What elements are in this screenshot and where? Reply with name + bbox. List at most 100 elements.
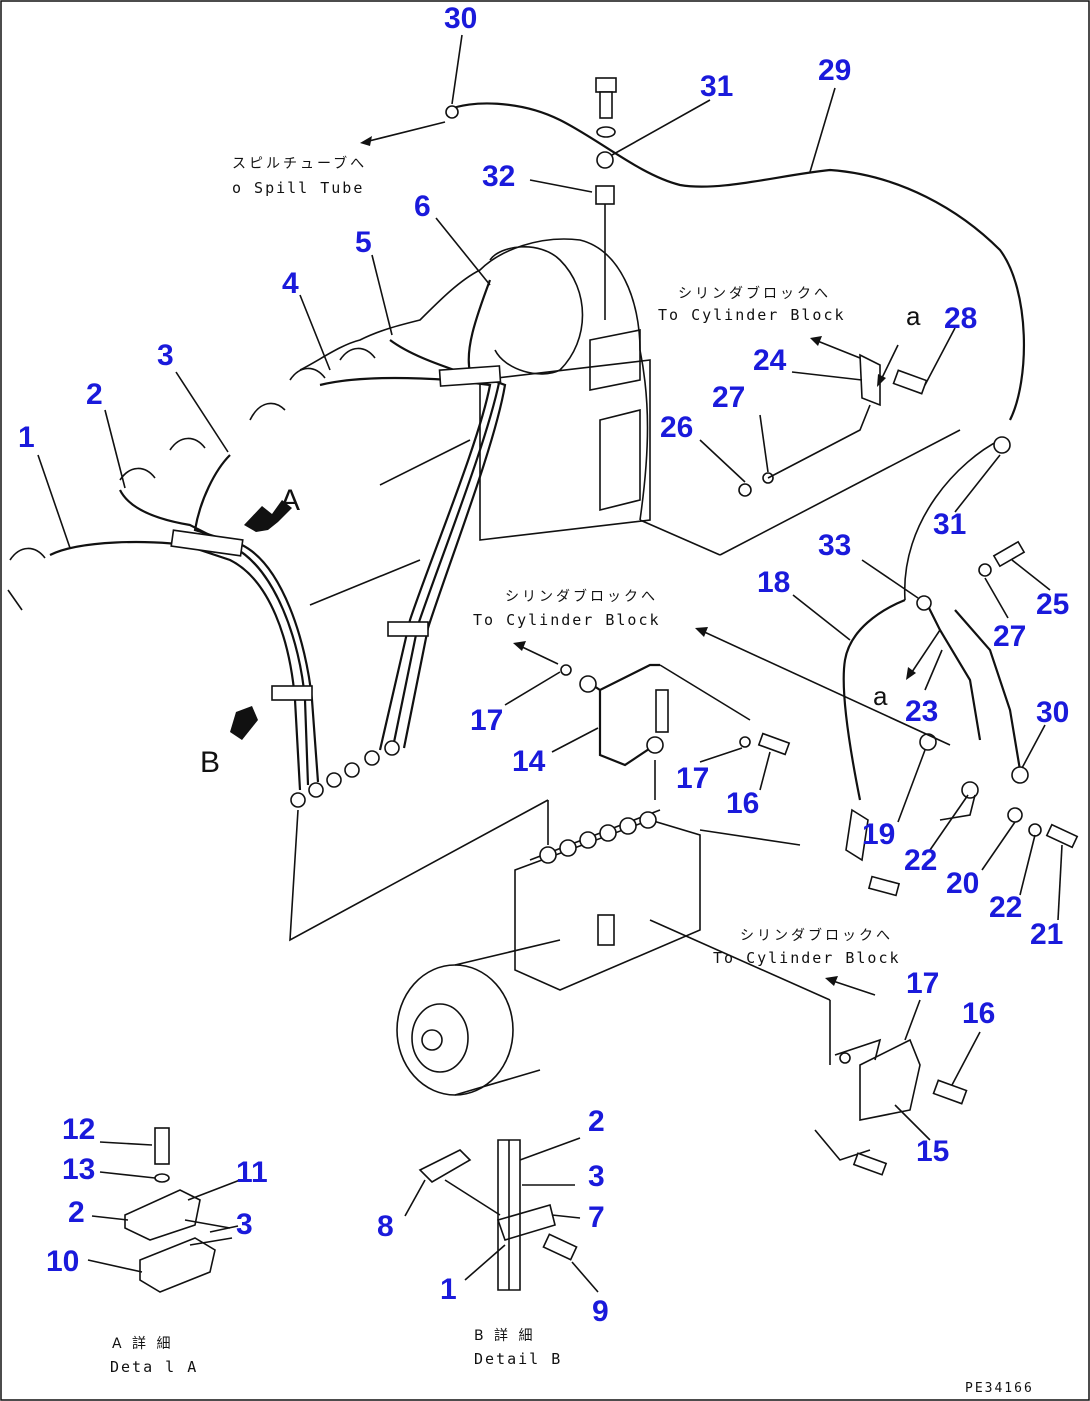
pipe-29-lower	[904, 439, 1001, 601]
nut-32	[595, 185, 615, 205]
part-number-2-detail-a: 2	[68, 1196, 85, 1229]
part-number-32: 32	[482, 160, 515, 193]
nut-e	[364, 750, 380, 766]
arrow-cyl-mid-head	[695, 627, 708, 637]
clamp-c	[387, 621, 429, 637]
part-number-1-detail-b: 1	[440, 1273, 457, 1306]
arrow-a-mid	[909, 629, 941, 676]
leader-pump-right	[699, 829, 801, 846]
arrow-cyl-mid-2-head	[513, 641, 526, 651]
part-number-30-top: 30	[444, 2, 477, 35]
arrow-cyl-top-head	[810, 336, 822, 346]
fitting-lower	[845, 808, 869, 862]
nut-d	[344, 762, 360, 778]
part-number-11: 11	[236, 1156, 268, 1189]
bolt-16-low	[932, 1079, 968, 1105]
washer-13	[154, 1173, 170, 1183]
nut-f	[384, 740, 400, 756]
part-number-17-left: 17	[470, 704, 503, 737]
washer-17-left	[560, 664, 572, 676]
outlet-5	[619, 817, 637, 835]
banjo-30-top	[445, 105, 459, 119]
ref-letter-a-top: a	[906, 301, 921, 331]
part-number-13: 13	[62, 1153, 95, 1186]
bolt-15-base	[852, 1152, 888, 1176]
injection-line-4	[319, 376, 492, 751]
fitting-20	[1007, 807, 1023, 823]
bracket-15	[859, 1038, 921, 1121]
injection-pump-body	[514, 819, 701, 991]
bolt-12	[154, 1127, 170, 1165]
arrow-cyl-low	[829, 979, 876, 996]
part-number-3: 3	[157, 339, 174, 372]
view-letter-b: B	[200, 746, 220, 779]
part-number-16-low: 16	[962, 997, 995, 1030]
arrow-cyl-low-head	[825, 976, 838, 986]
pipe-14-leader	[659, 664, 751, 721]
part-number-31-right: 31	[933, 508, 966, 541]
view-arrow-b	[230, 706, 258, 740]
arrow-cyl-mid-2	[517, 644, 559, 665]
part-number-19: 19	[862, 818, 895, 851]
pipe-18	[842, 598, 906, 801]
part-number-14: 14	[512, 745, 546, 778]
outlet-6	[639, 811, 657, 829]
detail-a-title-en: Deta l A	[110, 1358, 198, 1376]
banjo-31-top	[596, 151, 614, 169]
engine-edge-2	[719, 429, 961, 556]
clamp-8	[418, 1149, 472, 1184]
centerline-2	[309, 559, 421, 606]
view-letter-a: A	[280, 484, 300, 517]
part-number-20: 20	[946, 867, 979, 900]
detail-a-title-jp: A 詳 細	[112, 1336, 173, 1352]
part-number-4: 4	[282, 267, 299, 300]
washer-17-low	[839, 1052, 851, 1064]
part-number-9: 9	[592, 1295, 609, 1328]
bolt-16-mid	[757, 732, 791, 756]
cyl-block-low-label-jp: シリンダブロックへ	[740, 927, 893, 944]
bolt-21	[1045, 823, 1079, 849]
spill-tube-label-en: o Spill Tube	[232, 179, 364, 197]
part-number-17-low: 17	[906, 967, 939, 1000]
part-number-31-top: 31	[700, 70, 733, 103]
engine-edge	[639, 519, 721, 556]
part-number-6: 6	[414, 190, 431, 223]
head-bumps-3	[9, 547, 46, 561]
banjo-14-a	[579, 675, 597, 693]
clamp-10	[139, 1237, 216, 1293]
leader-22	[939, 794, 976, 821]
banjo-31-right	[993, 436, 1011, 454]
pump-drive-center	[421, 1029, 443, 1051]
part-number-28: 28	[944, 302, 977, 335]
part-number-5: 5	[355, 226, 372, 259]
part-number-17-mid: 17	[676, 762, 709, 795]
arrow-cyl-top	[814, 339, 861, 359]
bolt-14	[655, 689, 669, 733]
detail-b-title-en: Detail B	[474, 1350, 562, 1368]
pump-housing	[479, 359, 651, 541]
clamp-b	[271, 685, 313, 701]
part-number-8: 8	[377, 1210, 394, 1243]
part-number-callouts: 30 31 29 32 6 5 4 3 2 1 28 24 27 26 31 3…	[18, 2, 1069, 1328]
part-number-23: 23	[905, 695, 938, 728]
part-number-3-detail-b: 3	[588, 1160, 605, 1193]
part-number-3-detail-a: 3	[236, 1208, 253, 1241]
cyl-block-mid-label-en: To Cylinder Block	[473, 611, 661, 629]
clamp-11	[124, 1189, 201, 1241]
cyl-block-top-label-en: To Cylinder Block	[658, 306, 846, 324]
cyl-block-top-label-jp: シリンダブロックへ	[678, 285, 831, 302]
nut-c	[326, 772, 342, 788]
bolt-31-shank	[599, 91, 613, 119]
detail-b-drawing	[404, 1137, 599, 1293]
pump-drive-gear	[396, 964, 514, 1096]
cyl-block-mid-label-jp: シリンダブロックへ	[505, 588, 658, 605]
centerline-1	[379, 439, 471, 486]
bolt-25	[992, 540, 1026, 568]
spill-tube-label-jp: スピルチューブへ	[232, 155, 367, 172]
pipe-pair	[497, 1139, 521, 1291]
pump-drive-housing	[454, 939, 561, 1096]
bracket-top	[589, 329, 641, 391]
fitting-22-a	[961, 781, 979, 799]
injection-line-5	[389, 339, 502, 753]
